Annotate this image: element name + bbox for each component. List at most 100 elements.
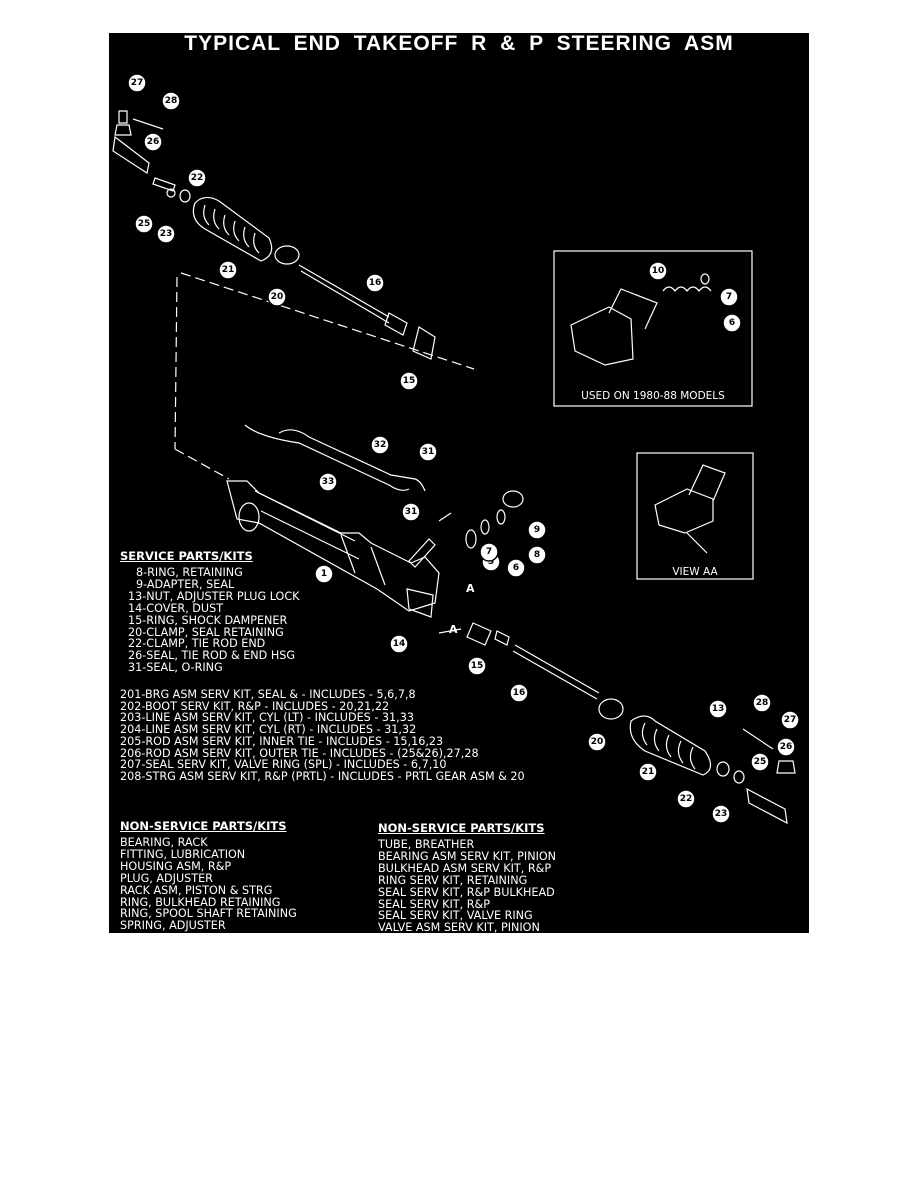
callout-22: 22 bbox=[187, 168, 207, 188]
non-service-right-list: TUBE, BREATHER BEARING ASM SERV KIT, PIN… bbox=[378, 839, 556, 933]
service-item: 22-CLAMP, TIE ROD END bbox=[128, 637, 266, 651]
non-service-item: SEAL SERV KIT, R&P bbox=[378, 897, 490, 911]
callout-25: 25 bbox=[750, 752, 770, 772]
svg-text:9: 9 bbox=[534, 525, 540, 535]
service-item: 26-SEAL, TIE ROD & END HSG bbox=[128, 649, 296, 663]
callout-16: 16 bbox=[365, 273, 385, 293]
svg-text:23: 23 bbox=[160, 229, 173, 239]
svg-text:22: 22 bbox=[191, 173, 204, 183]
inset-caption-1980-88: USED ON 1980-88 MODELS bbox=[581, 390, 725, 402]
service-kit: 207-SEAL SERV KIT, VALVE RING (SPL) - IN… bbox=[120, 758, 447, 772]
svg-text:21: 21 bbox=[642, 767, 655, 777]
svg-text:31: 31 bbox=[405, 507, 418, 517]
service-kit: 203-LINE ASM SERV KIT, CYL (LT) - INCLUD… bbox=[120, 711, 414, 725]
svg-text:31: 31 bbox=[422, 447, 435, 457]
exploded-view-drawing: A A USED ON 1980-88 MODELS VIEW AA 27282… bbox=[112, 73, 800, 825]
service-item: 14-COVER, DUST bbox=[128, 601, 224, 615]
diagram-title: TYPICAL END TAKEOFF R & P STEERING ASM bbox=[184, 33, 734, 55]
callout-8: 8 bbox=[527, 545, 547, 565]
non-service-item: RING, BULKHEAD RETAINING bbox=[120, 895, 281, 909]
service-item: 15-RING, SHOCK DAMPENER bbox=[128, 613, 288, 627]
cylinder-line-left bbox=[244, 424, 410, 491]
callout-16: 16 bbox=[509, 683, 529, 703]
callout-27: 27 bbox=[127, 73, 147, 93]
non-service-item: HOUSING ASM, R&P bbox=[120, 859, 232, 873]
callout-15: 15 bbox=[399, 371, 419, 391]
svg-text:10: 10 bbox=[652, 266, 665, 276]
svg-text:28: 28 bbox=[165, 96, 178, 106]
svg-text:20: 20 bbox=[271, 292, 284, 302]
service-item: 31-SEAL, O-RING bbox=[128, 661, 223, 675]
svg-text:8: 8 bbox=[534, 550, 540, 560]
non-service-item: RING SERV KIT, RETAINING bbox=[378, 873, 528, 887]
inset-view-aa bbox=[636, 452, 754, 580]
service-kit: 201-BRG ASM SERV KIT, SEAL & - INCLUDES … bbox=[120, 688, 416, 701]
svg-text:21: 21 bbox=[222, 265, 235, 275]
inset-1980-88-models bbox=[553, 250, 753, 407]
callout-20: 20 bbox=[587, 732, 607, 752]
inner-tie-rod-upper bbox=[298, 264, 390, 318]
service-parts-header: SERVICE PARTS/KITS bbox=[120, 549, 253, 563]
callout-27: 27 bbox=[780, 710, 800, 730]
svg-text:15: 15 bbox=[403, 376, 416, 386]
svg-text:33: 33 bbox=[322, 477, 335, 487]
alignment-guide-lines bbox=[174, 272, 475, 480]
non-service-item: SEAL SERV KIT, VALVE RING bbox=[378, 909, 533, 923]
service-kit: 204-LINE ASM SERV KIT, CYL (RT) - INCLUD… bbox=[120, 723, 417, 737]
cylinder-line-right bbox=[278, 429, 426, 492]
callout-7: 7 bbox=[719, 287, 739, 307]
svg-text:7: 7 bbox=[486, 547, 492, 557]
callout-13: 13 bbox=[708, 699, 728, 719]
callout-33: 33 bbox=[318, 472, 338, 492]
service-kit: 206-ROD ASM SERV KIT, OUTER TIE - INCLUD… bbox=[120, 746, 479, 760]
callout-25: 25 bbox=[134, 214, 154, 234]
callout-32: 32 bbox=[370, 435, 390, 455]
callout-23: 23 bbox=[711, 804, 731, 824]
svg-text:7: 7 bbox=[726, 292, 732, 302]
callout-28: 28 bbox=[752, 693, 772, 713]
diagram-panel: TYPICAL END TAKEOFF R & P STEERING ASM bbox=[109, 33, 809, 933]
callout-bubbles: 27 28 26 22 25 23 21 20 16 15 10 7 6 32 31 33 31 9 8 5 6 7 1 14… bbox=[127, 73, 800, 824]
callout-22: 22 bbox=[676, 789, 696, 809]
non-service-item: TUBE, BREATHER bbox=[378, 838, 475, 851]
callout-6: 6 bbox=[722, 313, 742, 333]
callout-20: 20 bbox=[267, 287, 287, 307]
non-service-right-header: NON-SERVICE PARTS/KITS bbox=[378, 821, 545, 835]
svg-text:6: 6 bbox=[513, 563, 519, 573]
non-service-left-header: NON-SERVICE PARTS/KITS bbox=[120, 819, 287, 833]
svg-text:15: 15 bbox=[471, 661, 484, 671]
callout-31: 31 bbox=[418, 442, 438, 462]
part-outlines bbox=[112, 110, 796, 825]
non-service-item: SEAL SERV KIT, R&P BULKHEAD bbox=[378, 885, 555, 899]
svg-text:27: 27 bbox=[784, 715, 797, 725]
service-item: 9-ADAPTER, SEAL bbox=[136, 577, 235, 591]
non-service-item: PLUG, ADJUSTER bbox=[120, 871, 213, 885]
section-marker-a-upper: A bbox=[466, 582, 475, 595]
svg-text:27: 27 bbox=[131, 78, 144, 88]
svg-text:6: 6 bbox=[729, 318, 735, 328]
svg-text:14: 14 bbox=[393, 639, 406, 649]
svg-text:23: 23 bbox=[715, 809, 728, 819]
service-parts-list: 8-RING, RETAINING 9-ADAPTER, SEAL 13-NUT… bbox=[120, 567, 300, 674]
callout-14: 14 bbox=[389, 634, 409, 654]
callout-9: 9 bbox=[527, 520, 547, 540]
callout-6: 6 bbox=[506, 558, 526, 578]
svg-text:1: 1 bbox=[321, 569, 327, 579]
callout-26: 26 bbox=[776, 737, 796, 757]
callout-23: 23 bbox=[156, 224, 176, 244]
svg-text:26: 26 bbox=[147, 137, 160, 147]
service-item: 8-RING, RETAINING bbox=[136, 566, 243, 579]
boot-lower bbox=[629, 715, 712, 776]
service-item: 13-NUT, ADJUSTER PLUG LOCK bbox=[128, 589, 300, 603]
non-service-item: VALVE ASM SERV KIT, PINION bbox=[378, 921, 540, 933]
svg-text:25: 25 bbox=[754, 757, 767, 767]
svg-text:5: 5 bbox=[488, 557, 494, 567]
svg-text:20: 20 bbox=[591, 737, 604, 747]
svg-text:26: 26 bbox=[780, 742, 793, 752]
inset-caption-view-aa: VIEW AA bbox=[672, 566, 718, 578]
svg-text:25: 25 bbox=[138, 219, 151, 229]
section-marker-a-lower: A bbox=[449, 623, 458, 636]
non-service-left-list: BEARING, RACK FITTING, LUBRICATION HOUSI… bbox=[120, 837, 297, 932]
non-service-item: SPRING, ADJUSTER bbox=[120, 919, 226, 933]
svg-text:13: 13 bbox=[712, 704, 725, 714]
